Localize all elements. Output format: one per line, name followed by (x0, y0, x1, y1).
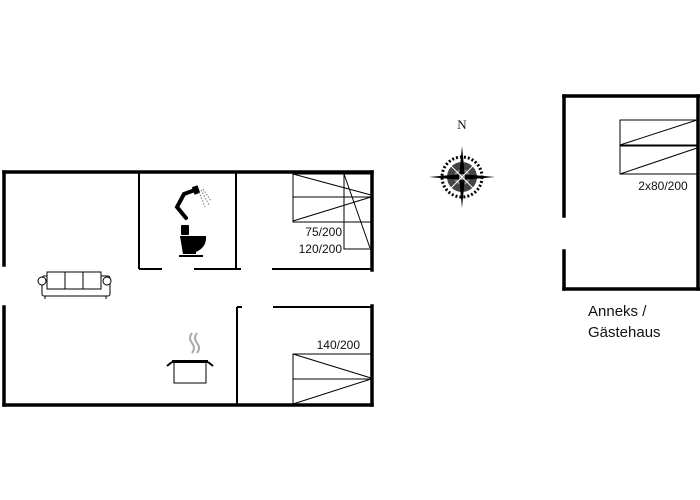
annex-walls (562, 94, 700, 291)
interior-walls (138, 172, 372, 405)
bunk-bed (292, 173, 372, 250)
annex-beds (619, 119, 698, 175)
shower-icon (174, 185, 212, 220)
annex-bed-label: 2x80/200 (638, 179, 688, 193)
cooking-pot-icon (166, 332, 214, 384)
double-bed (292, 353, 372, 405)
bed-label-140: 140/200 (317, 338, 361, 352)
compass-north-label: N (457, 117, 467, 132)
bed-label-75: 75/200 (305, 225, 342, 239)
compass-rose-icon (429, 146, 495, 208)
sofa-icon (37, 271, 112, 299)
main-house-walls (2, 170, 374, 407)
toilet-icon (179, 225, 207, 257)
annex-title-line1: Anneks / (588, 303, 647, 320)
annex-title-line2: Gästehaus (588, 324, 661, 341)
bed-label-120: 120/200 (299, 242, 343, 256)
